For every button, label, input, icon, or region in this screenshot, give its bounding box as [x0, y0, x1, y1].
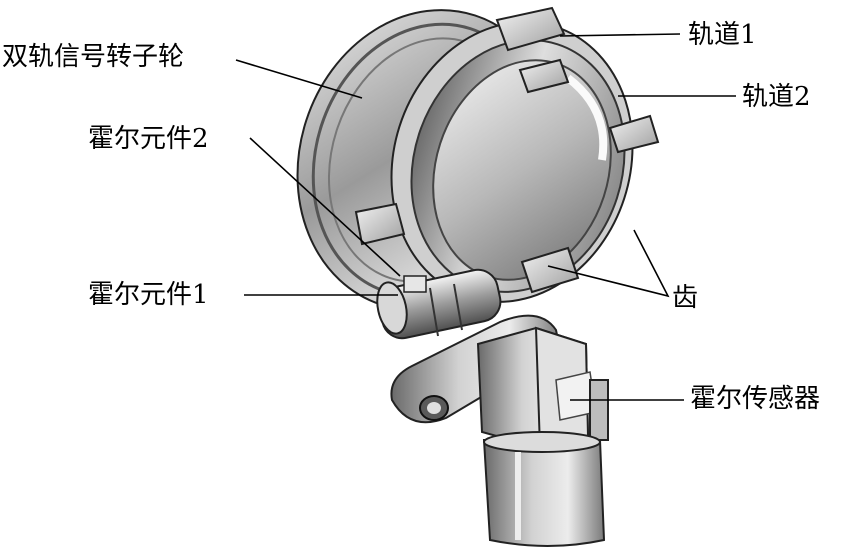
hall-sensor-cylinder [376, 268, 502, 340]
label-hall-element-1: 霍尔元件1 [88, 280, 209, 310]
label-hall-element-2: 霍尔元件2 [88, 124, 209, 154]
label-rotor-wheel: 双轨信号转子轮 [2, 42, 185, 72]
label-track-2: 轨道2 [742, 82, 811, 112]
rotor-inner-hollow [432, 59, 612, 281]
hall-sensor-body [476, 326, 609, 450]
leader-rotor [235, 59, 363, 99]
leader-hall2 [249, 137, 401, 277]
leader-lines [235, 33, 736, 401]
label-track-1: 轨道1 [688, 20, 757, 50]
leader-track1 [559, 33, 681, 37]
rotor-teeth [354, 6, 660, 294]
label-hall-sensor: 霍尔传感器 [690, 384, 821, 414]
sensor-connector-stem [482, 431, 606, 547]
label-teeth: 齿 [672, 283, 699, 313]
leader-teeth [547, 229, 670, 298]
